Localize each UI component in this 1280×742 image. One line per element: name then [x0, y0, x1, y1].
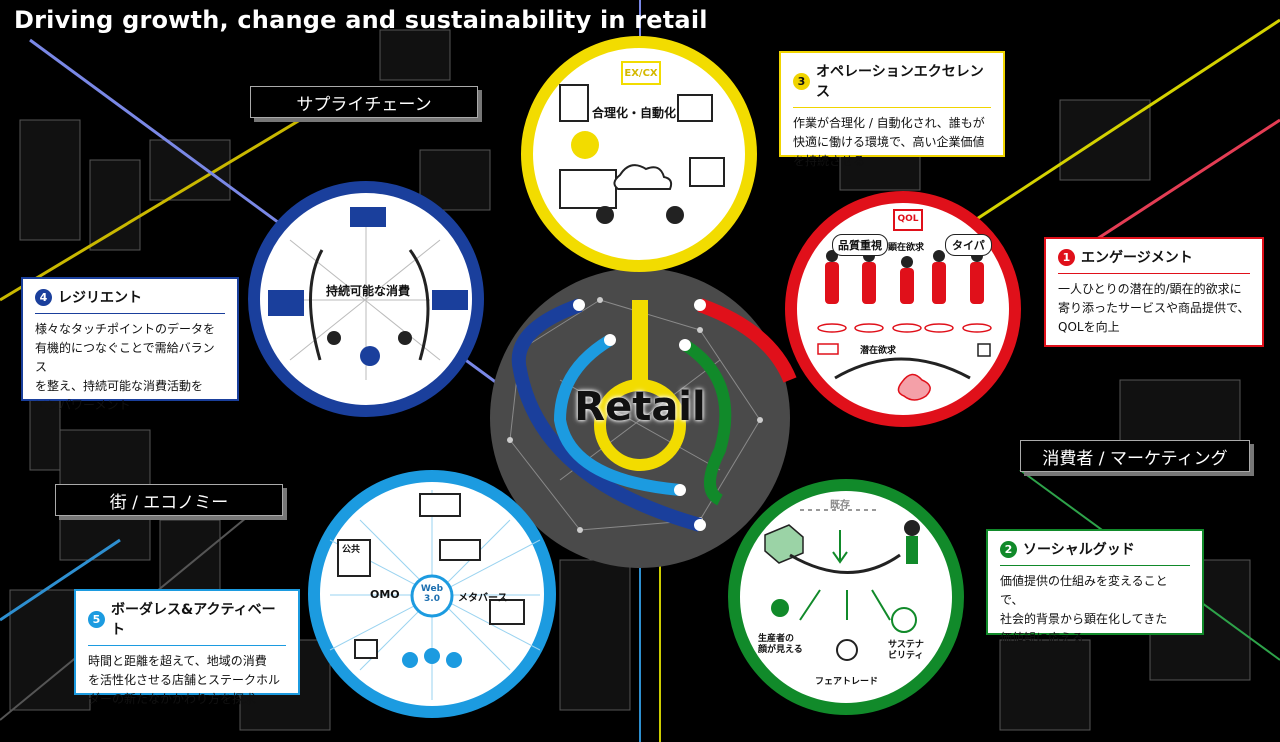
label-producer-face: 生産者の 顔が見える	[758, 634, 803, 655]
page-title: Driving growth, change and sustainabilit…	[14, 6, 708, 34]
number-badge: 3	[793, 72, 810, 90]
label-metaverse: メタバース	[458, 593, 508, 604]
circle-resilient	[248, 181, 484, 417]
sector-town-economy: 街 / エコノミー	[55, 484, 283, 516]
badge-excx: EX/CX	[624, 68, 658, 79]
circle-engagement	[785, 191, 1021, 427]
card-body: 価値提供の仕組みを変えることで、 社会的背景から顕在化してきた 価値観に応える	[1000, 574, 1168, 645]
card-body: 時間と距離を超えて、地域の消費 を活性化させる店舗とステークホル ダーの新たなか…	[88, 654, 281, 706]
card-borderless-activate: 5 ボーダレス&アクティベート 時間と距離を超えて、地域の消費 を活性化させる店…	[74, 589, 300, 706]
label-manifest-desire: 顕在欲求	[888, 243, 925, 253]
bubble-quality: 品質重視	[832, 234, 888, 256]
card-heading: ボーダレス&アクティベート	[111, 602, 276, 638]
card-body: 様々なタッチポイントのデータを 有機的につなぐことで需給バランス を整え、持続可…	[35, 322, 216, 412]
label-latent-desire: 潜在欲求	[860, 346, 897, 356]
bubble-time-performance: タイパ	[945, 234, 992, 256]
arc-green	[681, 339, 732, 506]
sector-consumer-marketing: 消費者 / マーケティング	[1020, 440, 1250, 472]
card-heading: ソーシャルグッド	[1023, 542, 1135, 558]
label-sustainable-consumption: 持続可能な消費	[325, 284, 410, 298]
circle-borderless	[308, 470, 556, 718]
card-resilient: 4 レジリエント 様々なタッチポイントのデータを 有機的につなぐことで需給バラン…	[21, 277, 239, 412]
card-body: 一人ひとりの潜在的/顕在的欲求に 寄り添ったサービスや商品提供で、 QOLを向上	[1058, 282, 1250, 334]
card-operation-excellence: 3 オペレーションエクセレンス 作業が合理化 / 自動化され、誰もが 快適に働け…	[779, 51, 1005, 168]
arc-lightblue	[553, 334, 681, 496]
number-badge: 5	[88, 610, 105, 628]
card-heading: オペレーションエクセレンス	[816, 64, 984, 100]
card-heading: エンゲージメント	[1081, 250, 1193, 266]
label-omo: OMO	[370, 588, 400, 601]
card-engagement: 1 エンゲージメント 一人ひとりの潜在的/顕在的欲求に 寄り添ったサービスや商品…	[1044, 237, 1264, 347]
badge-qol: QOL	[897, 214, 919, 224]
card-heading: レジリエント	[58, 290, 142, 306]
label-web3: Web 3.0	[420, 584, 444, 604]
number-badge: 4	[35, 288, 52, 306]
label-public: 公共	[342, 545, 361, 555]
label-fairtrade: フェアトレード	[815, 677, 879, 687]
sector-supply-chain: サプライチェーン	[250, 86, 478, 118]
arc-darkblue	[511, 298, 702, 532]
label-automation: 合理化・自動化	[592, 106, 677, 120]
number-badge: 1	[1058, 248, 1075, 266]
circle-social-good	[728, 479, 964, 715]
retail-center-label: Retail	[574, 384, 706, 430]
circle-operation	[521, 36, 757, 272]
label-sustainability: サステナ ビリティ	[888, 640, 924, 661]
number-badge: 2	[1000, 540, 1017, 558]
card-body: 作業が合理化 / 自動化され、誰もが 快適に働ける環境で、高い企業価値 を持続さ…	[793, 116, 985, 168]
arc-red	[697, 298, 797, 383]
ring-yellow	[594, 379, 686, 471]
label-existing: 既存	[830, 500, 850, 511]
card-social-good: 2 ソーシャルグッド 価値提供の仕組みを変えることで、 社会的背景から顕在化して…	[986, 529, 1204, 645]
